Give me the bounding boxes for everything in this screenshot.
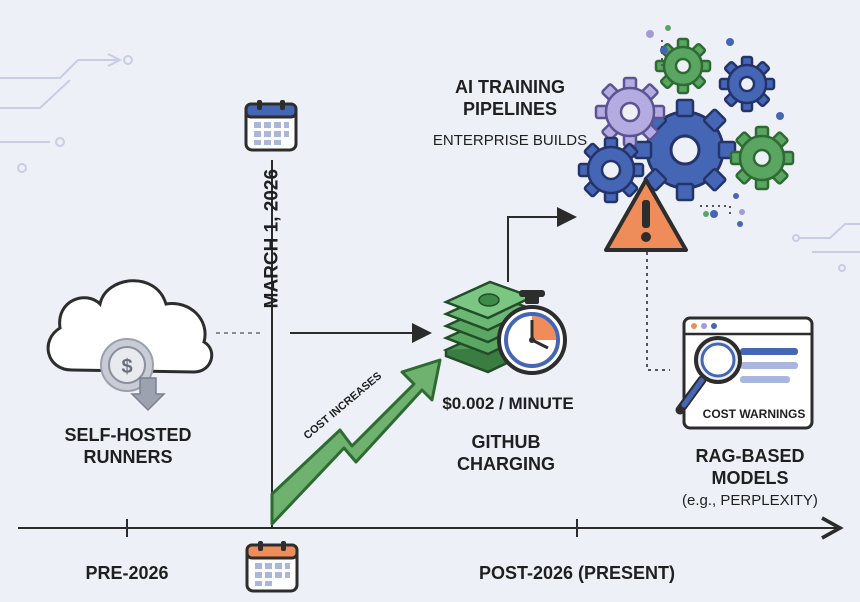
price-label: $0.002 / MINUTE [442,394,574,413]
decor-circuit-right [792,223,860,272]
ai-training-label-line1: AI TRAINING [455,77,565,97]
stopwatch-icon [497,290,567,375]
self-hosted-label-line2: RUNNERS [83,447,173,467]
github-label-line1: GITHUB [471,432,541,452]
rag-label-line1: RAG-BASED [695,446,805,466]
pre-2026-label: PRE-2026 [85,563,169,583]
ai-training-label-line2: PIPELINES [462,99,558,119]
cost-warnings-label: COST WARNINGS [702,407,806,421]
post-2026-label: POST-2026 (PRESENT) [478,563,676,583]
arrow-to-ai-pipelines [507,207,577,282]
gears-icon [577,25,795,227]
self-hosted-label-line1: SELF-HOSTED [64,425,192,445]
github-label-line2: CHARGING [457,454,555,474]
warning-connector [646,252,670,371]
svg-text:$: $ [121,356,132,378]
warning-triangle-icon [604,178,688,252]
enterprise-builds-label: ENTERPRISE BUILDS [432,132,588,149]
magnifier-icon [675,336,742,415]
cost-increase-arrow [270,358,442,526]
rag-example-label: (e.g., PERPLEXITY) [682,492,818,509]
decor-circuit-top-left [0,53,133,173]
calendar-icon-top [244,100,298,152]
calendar-icon-bottom [245,541,299,593]
rag-label-line2: MODELS [711,468,789,488]
cloud-dollar-download-icon: $ [46,279,214,412]
march-date-label: MARCH 1, 2026 [261,168,283,309]
